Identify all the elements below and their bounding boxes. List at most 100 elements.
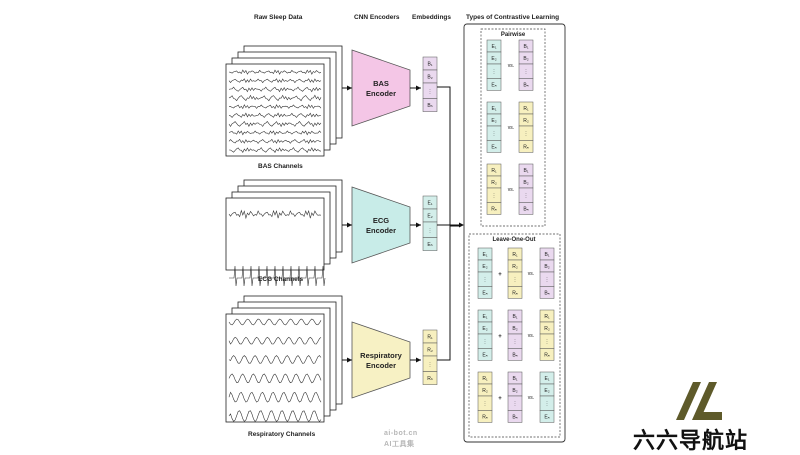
signal-stack-resp [225,295,343,423]
encoder-bas-label: Encoder [366,89,396,98]
embedding-cell-label: B₂ [512,326,517,332]
pairwise-title: Pairwise [501,32,526,38]
header-cnn-encoders: CNN Encoders [354,14,400,21]
embedding-cell-label: ⋮ [483,339,488,345]
encoder-resp-label: Encoder [366,361,396,370]
embedding-cell-label: ⋮ [524,193,529,199]
arrow-ecg-encoder-to-embedding-head [416,222,421,228]
signal-trace [228,410,322,423]
signal-trace [228,94,322,102]
signal-trace [228,138,321,144]
embedding-cell-label: E₂ [482,264,487,270]
encoder-ecg-label: ECG [373,216,389,225]
caption-bas-channels: BAS Channels [258,163,303,170]
caption-ecg-channels: ECG Channels [258,276,304,283]
embedding-cell-label: ⋮ [513,277,518,283]
embedding-cell [422,371,438,385]
signal-sheet [225,313,325,423]
embedding-cell-label: E₁ [491,44,496,50]
connector-head [459,222,464,228]
embedding-cell-label: ⋮ [428,89,433,95]
vs-label: vs. [508,125,514,131]
vs-label: vs. [508,63,514,69]
embedding-cell [507,286,523,299]
embedding-cell-label: Eₙ [491,82,496,88]
embedding-cell-label: R₂ [427,348,433,354]
connector-lines [342,85,464,363]
embedding-cell-label: B₂ [544,264,549,270]
embedding-cell-label: Eₙ [482,290,487,296]
connector-bas [437,86,460,227]
embedding-cell-label: ⋮ [492,69,497,75]
header-raw-sleep-data: Raw Sleep Data [254,14,303,21]
embedding-cell [539,348,555,361]
embedding-cell-label: Eₙ [427,242,432,248]
plus-sign: + [498,272,502,278]
signal-trace [228,130,322,136]
connector-resp [437,226,451,361]
embedding-cell-label: ⋮ [483,401,488,407]
embedding-cell-label: B₁ [512,314,517,320]
embedding-cell-label: ⋮ [492,193,497,199]
signal-trace [228,78,322,84]
embedding-cell-label: Bₙ [512,352,517,358]
embedding-cell [477,348,493,361]
caption-respiratory-channels: Respiratory Channels [248,431,316,438]
embedding-cell [518,78,534,91]
embedding-cell-label: ⋮ [513,339,518,345]
encoder-bas-label: BAS [373,79,389,88]
arrow-bas-to-encoder-head [347,85,352,91]
embedding-cell-label: B₁ [427,62,432,68]
encoder-resp-shape [351,321,411,399]
embedding-cell-label: R₁ [523,106,529,112]
logo-mark [676,382,722,420]
contrastive-panel: PairwiseE₁E₂⋮Eₙvs.B₁B₂⋮BₙE₁E₂⋮Eₙvs.R₁R₂⋮… [463,23,566,443]
embedding-cell-label: ⋮ [428,228,433,234]
plus-sign: + [498,334,502,340]
embedding-cell [486,140,502,153]
embedding-cell-label: B₂ [523,180,528,186]
embedding-cell-label: ⋮ [513,401,518,407]
embedding-cell-label: R₂ [512,264,518,270]
embedding-cell-label: ⋮ [524,69,529,75]
signal-trace [228,391,322,403]
vs-label: vs. [528,395,534,401]
embedding-cell [539,286,555,299]
signal-stack-bas [225,45,343,157]
embedding-cell-label: B₂ [427,75,432,81]
embedding-cell [477,286,493,299]
embedding-cell [422,237,438,251]
embedding-cell-label: Rₙ [544,352,550,358]
embedding-cell-label: Bₙ [427,103,432,109]
embedding-cell-label: Rₙ [491,206,497,212]
embedding-cell-label: E₂ [491,118,496,124]
embedding-cell-label: E₂ [427,214,432,220]
logo-text: 六六导航站 [633,428,749,453]
embedding-cell [486,202,502,215]
embedding-cell-label: E₂ [491,56,496,62]
embedding-cell-label: ⋮ [545,401,550,407]
signal-trace [228,209,322,220]
signal-stack-ecg [225,179,343,287]
arrow-bas-encoder-to-embedding-head [416,85,421,91]
header-types-contrastive: Types of Contrastive Learning [466,14,560,21]
signal-trace [228,336,322,345]
logo-bar [700,412,722,420]
arrow-ecg-to-encoder-head [347,222,352,228]
loo-title: Leave-One-Out [492,237,535,243]
signal-trace [229,147,322,154]
